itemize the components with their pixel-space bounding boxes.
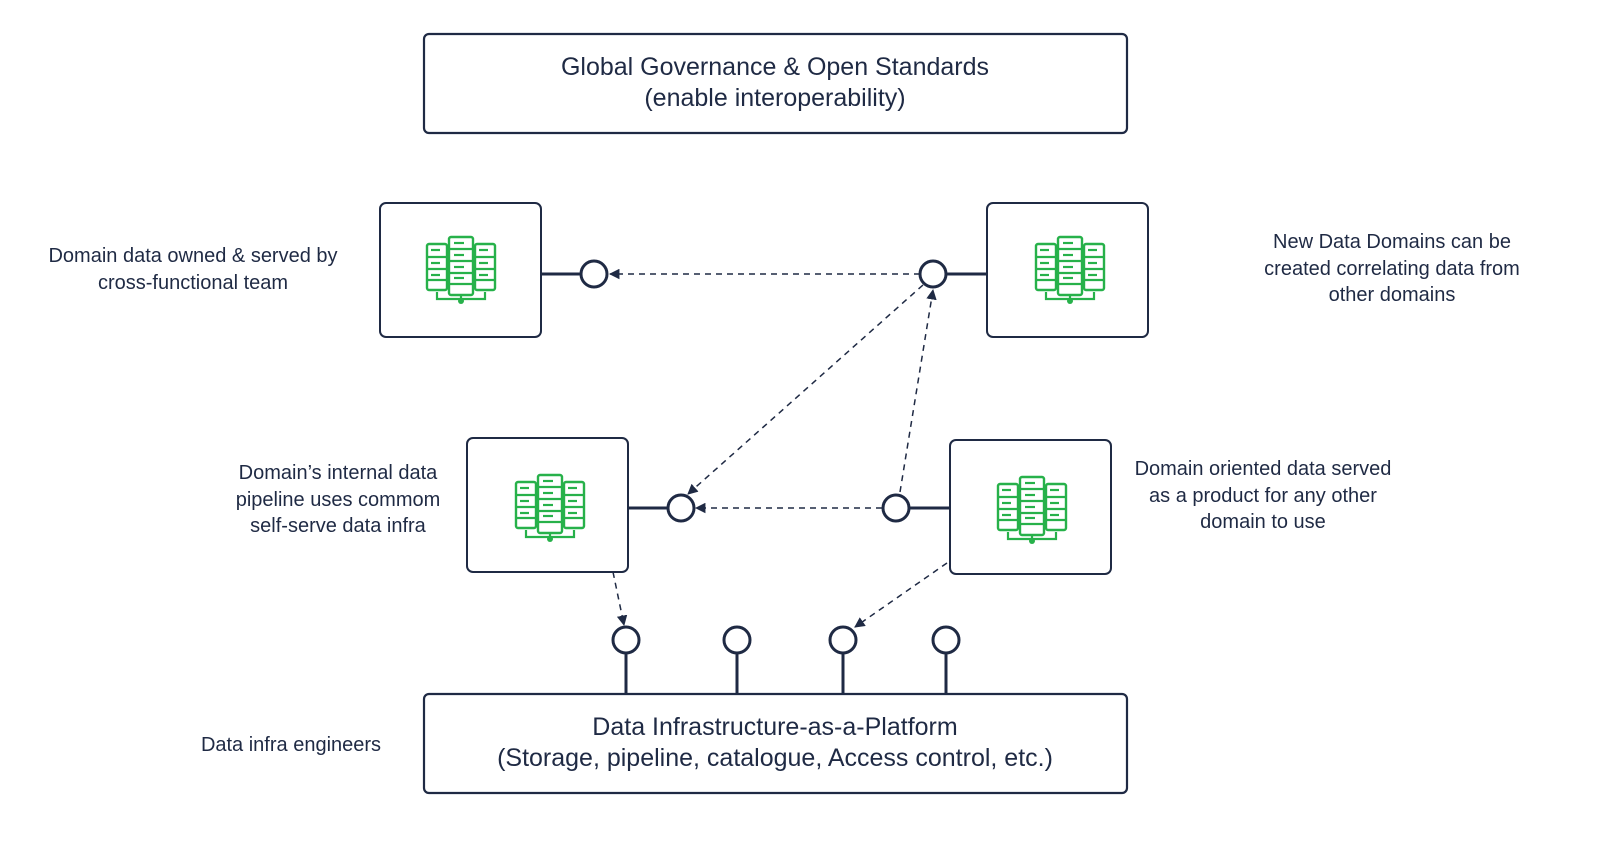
domain-box-top-right — [986, 202, 1149, 338]
governance-title: Global Governance & Open Standards — [561, 53, 989, 81]
label-line: New Data Domains can be — [1273, 231, 1511, 253]
server-rack-icon — [514, 473, 586, 544]
label-line: as a product for any other — [1149, 485, 1377, 507]
label-mid-left: Domain’s internal data pipeline uses com… — [236, 462, 441, 537]
label-top-left: Domain data owned & served by cross-func… — [48, 245, 337, 294]
arrow-midright-to-platform — [854, 562, 948, 628]
port-top-right — [918, 259, 948, 289]
server-rack-icon — [1034, 235, 1106, 306]
label-line: pipeline uses commom — [236, 489, 441, 511]
label-line: other domains — [1329, 284, 1456, 306]
platform-port-2 — [722, 625, 752, 655]
arrow-topright-to-midleft — [687, 284, 924, 495]
label-line: Data infra engineers — [201, 734, 381, 756]
arrow-midright-to-topright — [899, 288, 937, 493]
platform-title: Data Infrastructure-as-a-Platform — [592, 713, 957, 741]
governance-subtitle: (enable interoperability) — [644, 84, 905, 112]
server-rack-icon — [996, 475, 1068, 546]
label-line: domain to use — [1200, 511, 1326, 533]
platform-subtitle: (Storage, pipeline, catalogue, Access co… — [497, 744, 1053, 772]
platform-port-1 — [611, 625, 641, 655]
domain-box-mid-left — [466, 437, 629, 573]
label-top-right: New Data Domains can be created correlat… — [1264, 231, 1520, 306]
port-mid-left — [666, 493, 696, 523]
label-mid-right: Domain oriented data served as a product… — [1135, 458, 1392, 533]
domain-box-mid-right — [949, 439, 1112, 575]
governance-box: Global Governance & Open Standards (enab… — [422, 32, 1129, 135]
server-rack-icon — [425, 235, 497, 306]
port-top-left — [579, 259, 609, 289]
label-line: Domain data owned & served by — [48, 245, 337, 267]
label-bottom-left: Data infra engineers — [201, 734, 381, 756]
label-line: cross-functional team — [98, 272, 288, 294]
label-line: created correlating data from — [1264, 258, 1520, 280]
label-line: self-serve data infra — [250, 515, 427, 537]
port-mid-right — [881, 493, 911, 523]
platform-port-4 — [931, 625, 961, 655]
platform-port-3 — [828, 625, 858, 655]
arrow-midleft-to-platform — [612, 571, 628, 627]
label-line: Domain oriented data served — [1135, 458, 1392, 480]
label-line: Domain’s internal data — [239, 462, 439, 484]
platform-box: Data Infrastructure-as-a-Platform (Stora… — [422, 692, 1129, 795]
domain-box-top-left — [379, 202, 542, 338]
